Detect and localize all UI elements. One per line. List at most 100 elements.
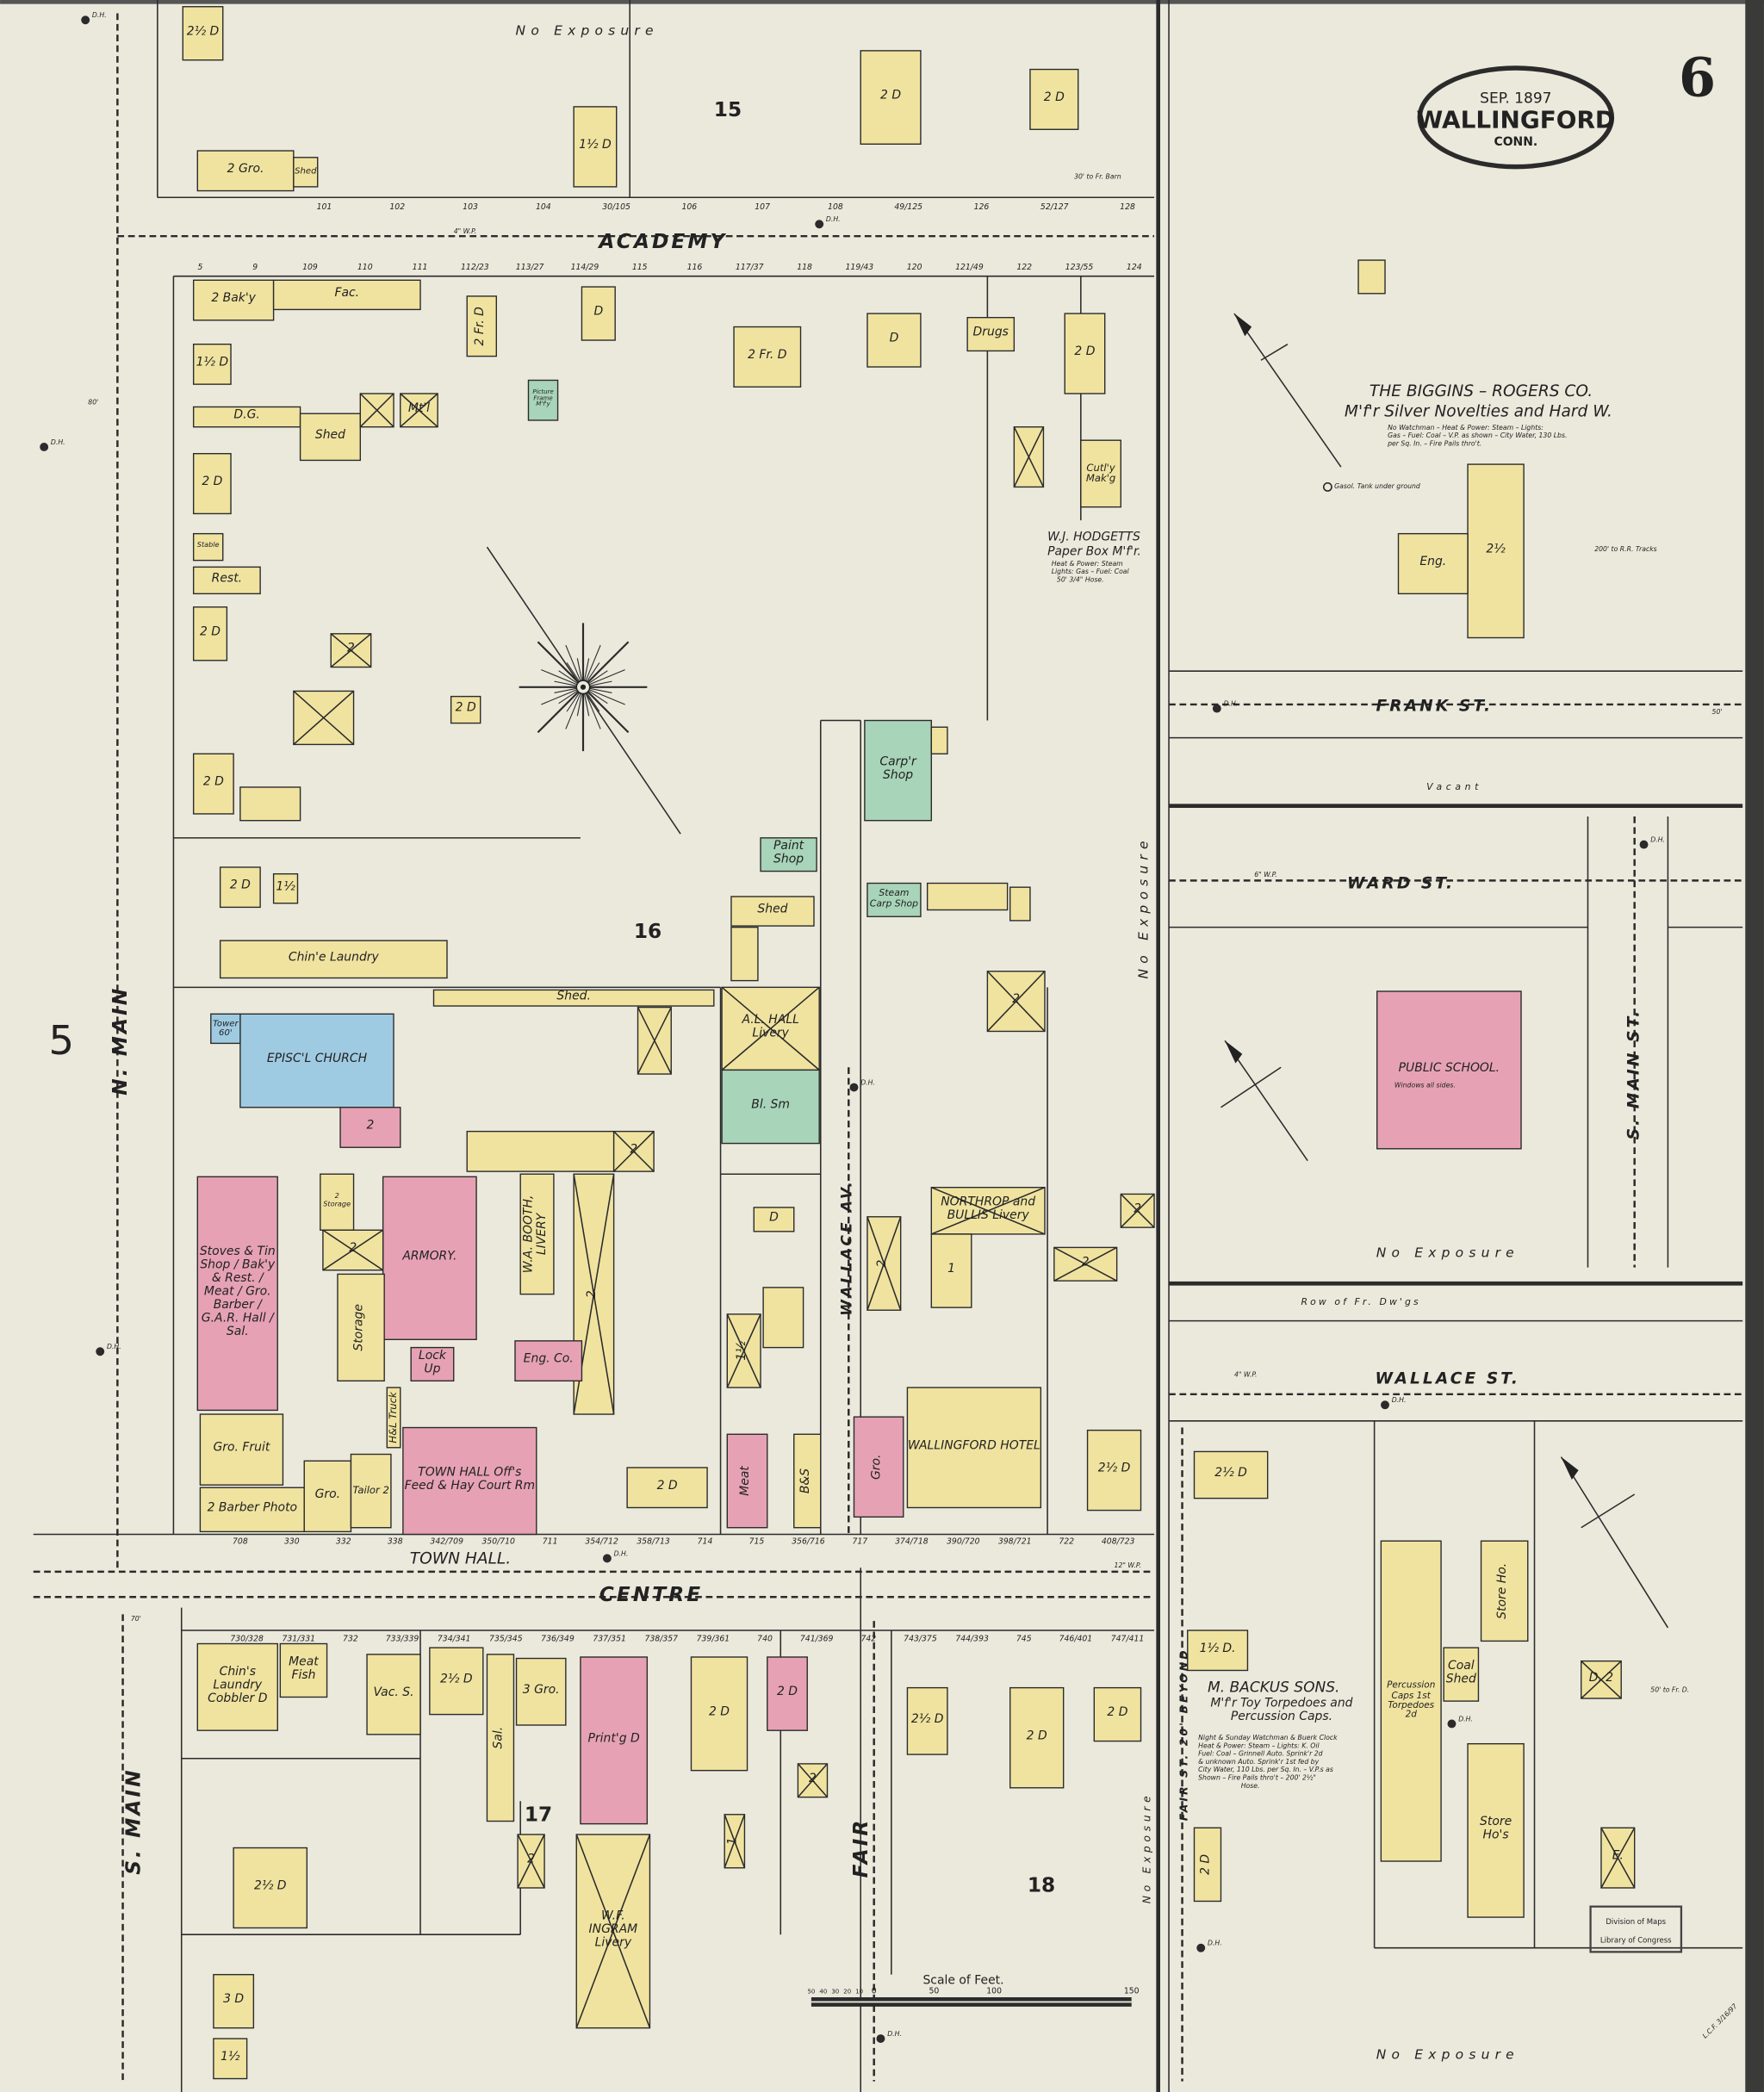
house-number: 128	[1120, 202, 1135, 212]
building-label-box: 1½	[736, 1341, 748, 1360]
building-label-box: A.L. HALL Livery	[742, 1015, 798, 1041]
hydrant-label: D.H.	[887, 2030, 902, 2038]
compass-ray	[582, 644, 601, 687]
building-label-box: Carp'r Shop	[879, 756, 916, 783]
house-number: 356/716	[792, 1536, 825, 1546]
hydrant-icon	[1196, 1943, 1206, 1952]
building: D.G.	[192, 406, 301, 428]
building-label: 2 Fr. D	[474, 307, 488, 346]
building-label: 2	[349, 1242, 357, 1256]
house-number: 106	[682, 202, 698, 212]
open-shed-cross	[400, 393, 438, 428]
house-number: 338	[388, 1536, 403, 1546]
open-shed-cross	[293, 690, 355, 745]
open-shed-cross	[637, 1007, 672, 1075]
building-label: 2 D	[656, 1480, 678, 1493]
building-label: 1½	[276, 880, 295, 894]
house-number: 744/393	[955, 1634, 989, 1643]
house-number: 103	[463, 202, 478, 212]
building-label-box: Eng.	[1419, 556, 1446, 568]
hydrant-icon	[1381, 1400, 1389, 1410]
open-shed-cross	[797, 1763, 829, 1798]
open-shed-cross	[721, 986, 820, 1071]
building-footprint	[966, 316, 1016, 352]
scan-edge-top	[0, 0, 1764, 4]
open-shed-cross	[359, 393, 394, 428]
building-footprint	[853, 1416, 904, 1518]
building-label: 2 D	[1074, 345, 1096, 359]
building: Store Ho.	[1480, 1540, 1529, 1642]
building-footprint	[199, 1487, 305, 1533]
building: Eng.	[1397, 532, 1469, 595]
building	[466, 1130, 615, 1172]
building-label-box: D. 2	[1589, 1672, 1613, 1685]
firm-detail: Lights: Gas – Fuel: Coal	[1052, 568, 1130, 575]
block-number: 17	[525, 1803, 552, 1827]
gasol-tank-note: Gasol. Tank under ground	[1334, 482, 1420, 490]
building: H&L Truck	[386, 1387, 401, 1449]
building-footprint	[690, 1656, 748, 1772]
building-label-box: Tower 60'	[213, 1018, 239, 1037]
building: ARMORY.	[382, 1176, 477, 1341]
firm-detail: Hose.	[1241, 1782, 1260, 1790]
building-label-box: Shed	[757, 903, 788, 917]
building-label-box: Stoves & Tin Shop / Bak'y & Rest. / Meat…	[200, 1246, 276, 1338]
building: Picture Frame M'f'y	[527, 379, 559, 421]
building-label-box: 2 D	[1044, 91, 1065, 104]
building: D	[866, 313, 922, 368]
building-label: 3 D	[223, 1993, 245, 2007]
building: D	[581, 286, 616, 341]
firm-detail: Shown – Fire Pails thro't – 200' 2½"	[1198, 1774, 1316, 1782]
building: W.A. BOOTH, LIVERY	[519, 1173, 555, 1295]
building: 1½	[213, 2038, 248, 2080]
state-name: CONN.	[1494, 135, 1537, 149]
building: Steam Carp Shop	[866, 882, 922, 917]
building-footprint	[299, 413, 361, 462]
building-label: 2 Gro.	[227, 163, 264, 177]
building-footprint	[906, 1387, 1042, 1509]
row-dwellings-note: Row of Fr. Dw'gs	[1301, 1296, 1421, 1307]
hydrant-label: D.H.	[1392, 1396, 1407, 1404]
building-label-box: NORTHROP and BULLIS Livery	[941, 1196, 1035, 1223]
building	[359, 393, 394, 428]
firm-name: W.J. HODGETTS	[1047, 530, 1140, 543]
building-footprint	[350, 1453, 392, 1529]
building: D. 2	[1581, 1660, 1622, 1699]
block-number: 16	[634, 920, 662, 943]
town-hall-street-label: TOWN HALL.	[410, 1550, 511, 1568]
firm-detail: City Water, 110 Lbs. per Sq. In. – V.P.s…	[1198, 1766, 1333, 1773]
building-label-box: Rest.	[212, 573, 242, 586]
building-label-box: Paint Shop	[773, 840, 804, 867]
building: 1½ D	[192, 343, 232, 385]
building-footprint	[450, 695, 481, 724]
building: Cutl'y Mak'g	[1080, 439, 1121, 508]
building-footprint	[339, 1107, 401, 1148]
building-footprint	[866, 882, 922, 917]
building-label: Lock Up	[418, 1350, 446, 1376]
open-shed-cross	[1013, 426, 1045, 487]
house-number: 737/351	[593, 1634, 626, 1643]
building-label: Paint Shop	[773, 840, 804, 867]
building-label-box: TOWN HALL Off's Feed & Hay Court Rm	[405, 1467, 535, 1493]
house-number: 121/49	[955, 263, 984, 272]
house-number: 117/37	[736, 263, 764, 272]
building-label-box: Bl. Sm	[751, 1099, 790, 1112]
building-label-box: Store Ho.	[1496, 1563, 1509, 1619]
building-label-box: 3 Gro.	[523, 1684, 560, 1697]
house-number: 734/341	[438, 1634, 471, 1643]
building-label-box: 2 D	[656, 1480, 678, 1493]
hydrant-icon	[849, 1083, 859, 1092]
building-label: 2½	[1486, 543, 1506, 557]
building-label: 2½ D	[253, 1879, 287, 1894]
fr-d-note: 50' to Fr. D.	[1650, 1685, 1689, 1693]
building: Tower 60'	[210, 1013, 241, 1045]
building	[926, 882, 1009, 911]
building-label: 2 Fr. D	[748, 349, 787, 363]
building: 2	[517, 1834, 545, 1889]
building-footprint	[1086, 1429, 1142, 1512]
building-label-box: 1½	[220, 2051, 239, 2064]
building-label-box: 2 Bak'y	[211, 292, 256, 305]
hydrant-label: D.H.	[51, 438, 65, 446]
building: 2 D	[1029, 68, 1079, 130]
building-label: Shed	[757, 903, 788, 917]
